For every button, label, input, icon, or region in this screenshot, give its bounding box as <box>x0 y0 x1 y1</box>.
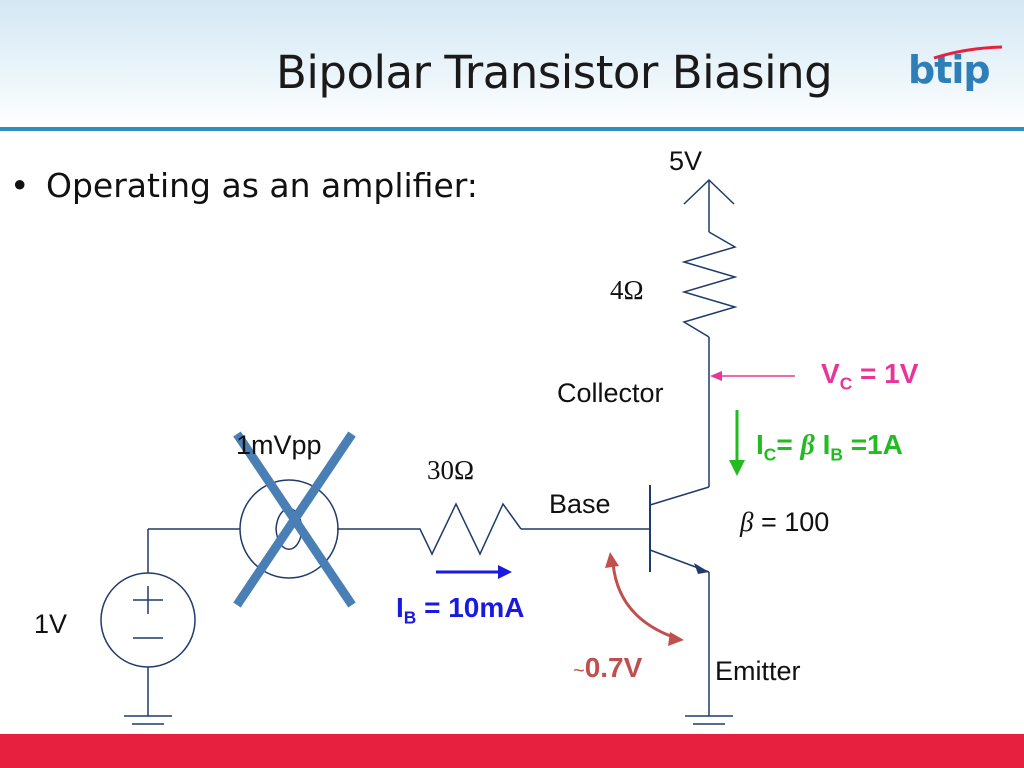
vc-sub: C <box>839 373 853 394</box>
vbe-arrow-head-bottom <box>668 632 684 646</box>
vc-pointer-head <box>710 371 722 381</box>
vc-rest: = 1V <box>852 358 919 389</box>
base-resistor-label: 30Ω <box>427 455 475 485</box>
ac-source-circle <box>239 479 339 579</box>
dc-source-label: 1V <box>34 609 68 639</box>
header-divider <box>0 127 1024 131</box>
cross-line-2 <box>233 431 356 608</box>
ic-beta: β <box>800 430 815 461</box>
ib-rest: = 10mA <box>416 592 525 623</box>
transistor-collector-leg <box>649 486 710 506</box>
vbe-tilde: ~ <box>573 660 585 682</box>
emitter-label: Emitter <box>715 656 801 686</box>
collector-resistor-label: 4Ω <box>610 275 644 305</box>
ic-label: IC= β IB =1A <box>756 429 903 466</box>
bullet-text: Operating as an amplifier: <box>46 166 478 205</box>
beta-value: = 100 <box>760 507 830 537</box>
slide-title: Bipolar Transistor Biasing <box>276 46 833 99</box>
ic-arrow-head <box>729 460 745 476</box>
ic-ib-main: I <box>814 429 831 460</box>
ic-main: I <box>756 429 764 460</box>
btip-logo: btip <box>904 42 1014 102</box>
collector-label: Collector <box>557 378 664 408</box>
vc-label: VC = 1V <box>821 358 918 395</box>
ic-rest: =1A <box>842 429 903 460</box>
emitter-arrow <box>694 563 709 574</box>
vbe-arrow-head-top <box>605 552 619 568</box>
beta-label: β = 100 <box>740 507 829 538</box>
vbe-label: ~0.7V <box>573 652 642 684</box>
ic-eq: = <box>776 429 801 460</box>
ac-source-label: 1mVpp <box>236 430 322 460</box>
logo-text: btip <box>908 48 991 92</box>
ic-ib-sub: B <box>830 444 843 465</box>
ic-sub: C <box>763 444 777 465</box>
bullet-dot: • <box>10 166 30 205</box>
footer-band <box>0 734 1024 768</box>
base-resistor <box>395 502 522 556</box>
logo-swoosh <box>933 45 1003 60</box>
beta-symbol: β <box>740 507 754 537</box>
vc-main: V <box>821 358 840 389</box>
ib-label: IB = 10mA <box>396 592 525 629</box>
vbe-curve <box>611 562 677 640</box>
bullet-item: • Operating as an amplifier: <box>10 166 478 205</box>
vbe-value: 0.7V <box>584 652 643 683</box>
ib-main: I <box>396 592 404 623</box>
ib-arrow-head <box>498 565 512 579</box>
base-label: Base <box>549 489 611 519</box>
supply-voltage-label: 5V <box>669 146 703 176</box>
ib-sub: B <box>403 607 417 628</box>
collector-resistor <box>681 231 738 338</box>
header-band <box>0 0 1024 128</box>
